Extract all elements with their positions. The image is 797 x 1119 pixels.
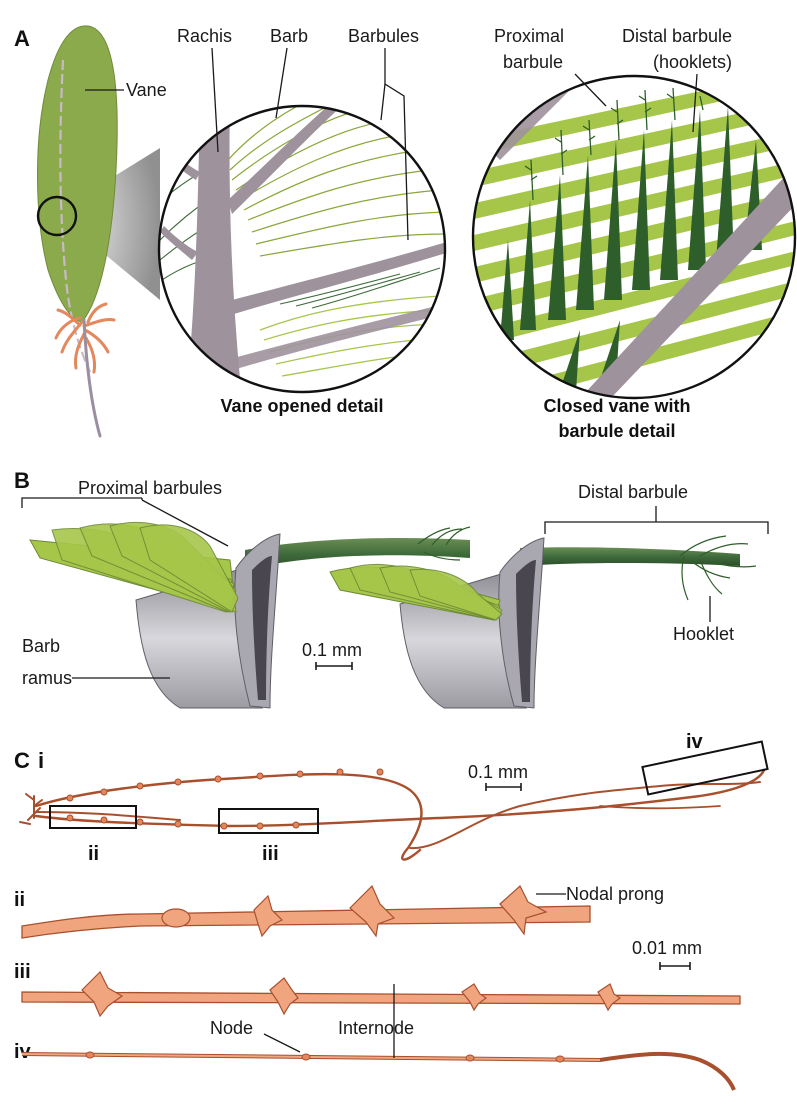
barb-ramus-label-1: Barb bbox=[22, 636, 60, 656]
rachis-leader bbox=[211, 47, 219, 153]
barbules-label: Barbules bbox=[348, 26, 419, 46]
down-barbule-overview bbox=[19, 768, 766, 861]
inset-box-iii bbox=[218, 808, 319, 834]
detail-iii-barbule bbox=[21, 970, 741, 1018]
rachis-label: Rachis bbox=[177, 26, 232, 46]
panel-label-b: B bbox=[14, 468, 30, 493]
proximal-bracket-left bbox=[21, 497, 142, 508]
distal-barbule-b-label: Distal barbule bbox=[578, 482, 688, 502]
sub-label-iii: iii bbox=[14, 961, 31, 983]
proximal-barbule-label-1: Proximal bbox=[494, 26, 564, 46]
inset-label-iii: iii bbox=[262, 843, 279, 865]
panel-label-a: A bbox=[14, 26, 30, 51]
barb-ramus-label-2: ramus bbox=[22, 668, 72, 688]
detail-iv-barbule bbox=[21, 1051, 736, 1091]
feather-calamus bbox=[82, 318, 102, 438]
nodal-prong-label: Nodal prong bbox=[566, 884, 664, 904]
barb-leader bbox=[275, 47, 288, 119]
feather-down bbox=[54, 302, 116, 374]
vane-label: Vane bbox=[126, 80, 167, 100]
node-label: Node bbox=[210, 1018, 253, 1038]
scale-b-bar bbox=[315, 662, 353, 670]
closed-vane-detail bbox=[471, 74, 797, 400]
proximal-barbules-label: Proximal barbules bbox=[78, 478, 222, 498]
caption-closed-2: barbule detail bbox=[558, 421, 675, 441]
scale-detail-label: 0.01 mm bbox=[632, 938, 702, 958]
internode-label: Internode bbox=[338, 1018, 414, 1038]
scale-b-label: 0.1 mm bbox=[302, 640, 362, 660]
proximal-barbules-leader bbox=[141, 499, 229, 547]
scale-detail-bar bbox=[659, 962, 691, 970]
inset-label-iv: iv bbox=[686, 731, 704, 753]
inset-box-ii bbox=[49, 805, 137, 829]
distal-barbule-leader bbox=[692, 73, 698, 133]
magnify-circle bbox=[36, 195, 78, 237]
barbules-leader bbox=[384, 48, 409, 241]
inset-box-iv bbox=[641, 740, 769, 796]
caption-closed-1: Closed vane with bbox=[543, 396, 690, 416]
vane-opened-detail bbox=[157, 104, 447, 394]
barbules-leader-2 bbox=[380, 83, 386, 121]
proximal-barbule-leader bbox=[574, 73, 607, 107]
panel-label-c-i: i bbox=[38, 748, 44, 773]
distal-bracket bbox=[544, 521, 769, 534]
hooklet-label: Hooklet bbox=[673, 624, 734, 644]
proximal-barbule-label-2: barbule bbox=[503, 52, 563, 72]
inset-label-ii: ii bbox=[88, 843, 99, 865]
sub-label-iv: iv bbox=[14, 1041, 32, 1063]
detail-ii-barbule bbox=[21, 884, 591, 939]
distal-barbule-label-1: Distal barbule bbox=[622, 26, 732, 46]
scale-c-bar bbox=[485, 783, 522, 791]
scale-c-label: 0.1 mm bbox=[468, 762, 528, 782]
feather-vane bbox=[37, 25, 118, 323]
sub-label-ii: ii bbox=[14, 889, 25, 911]
panel-label-c: C bbox=[14, 748, 30, 773]
distal-barbule-label-2: (hooklets) bbox=[653, 52, 732, 72]
rachis-shape bbox=[186, 106, 242, 392]
caption-vane-opened: Vane opened detail bbox=[220, 396, 383, 416]
node-leader bbox=[263, 1033, 301, 1053]
feather-illustration bbox=[36, 25, 118, 438]
barb-label: Barb bbox=[270, 26, 308, 46]
barb-ramus-illustration bbox=[29, 521, 757, 709]
